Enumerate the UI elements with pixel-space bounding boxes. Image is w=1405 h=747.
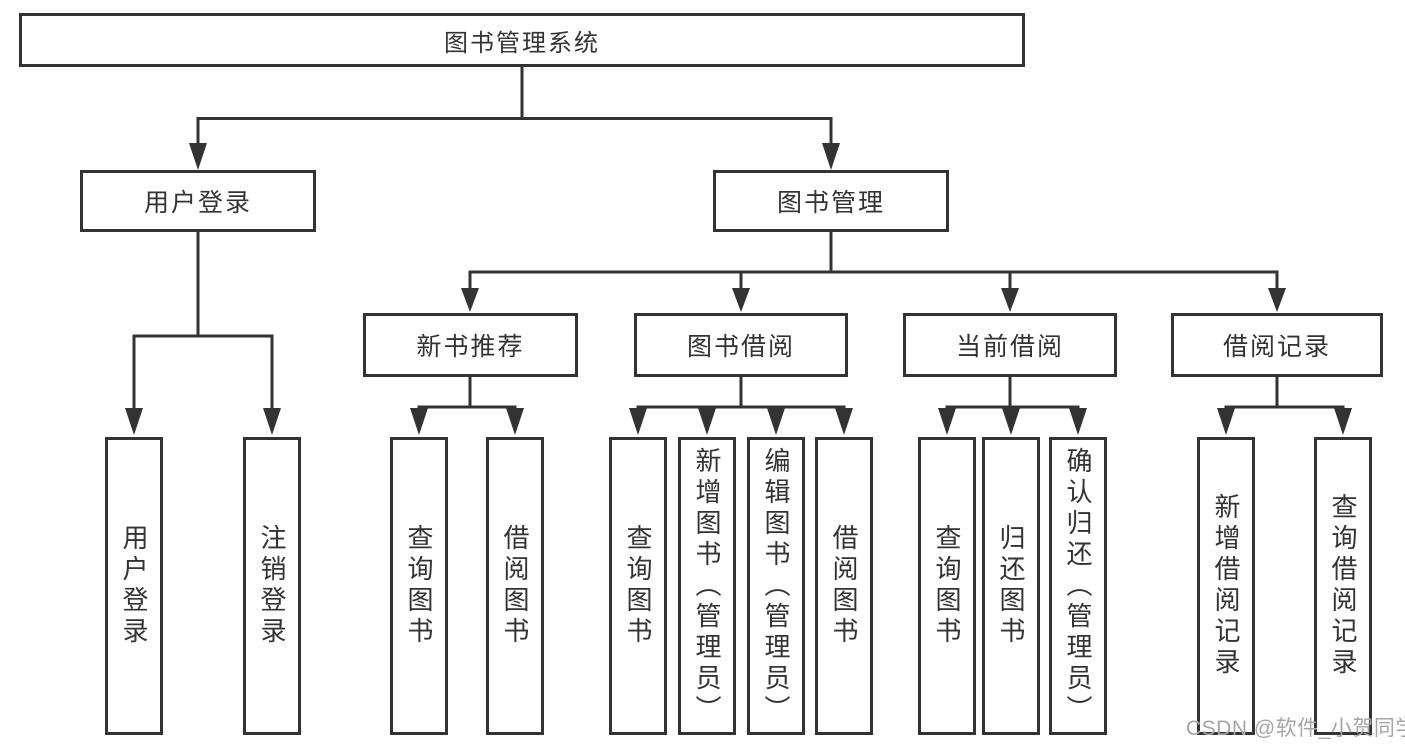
leaf-query-books-3-label: 查询图书 — [932, 524, 962, 648]
node-borrow-records-label: 借阅记录 — [1222, 333, 1331, 361]
leaf-query-books-1: 查询图书 — [390, 437, 448, 735]
watermark: CSDN @软件_小贺同学 — [1186, 717, 1405, 740]
leaf-query-books-2: 查询图书 — [609, 437, 667, 735]
arrowheads-leaves — [410, 408, 1352, 435]
leaf-edit-book-admin: 编辑图书（管理员） — [747, 437, 805, 735]
leaf-user-login: 用户登录 — [105, 437, 163, 735]
arrowheads-level3 — [461, 288, 1286, 312]
leaf-confirm-return-admin-label: 确认归还（管理员） — [1063, 446, 1093, 726]
arrowheads-user-login-children — [125, 408, 281, 435]
leaf-borrow-books-1-label: 借阅图书 — [500, 524, 530, 648]
leaf-logout-label: 注销登录 — [257, 524, 287, 648]
leaf-add-borrow-record: 新增借阅记录 — [1197, 437, 1255, 735]
leaf-borrow-books-2-label: 借阅图书 — [829, 524, 859, 648]
connector-level3-splits — [417, 375, 1345, 409]
node-borrow-records: 借阅记录 — [1171, 313, 1383, 377]
leaf-user-login-label: 用户登录 — [119, 524, 149, 648]
node-book-borrow: 图书借阅 — [634, 313, 848, 377]
arrowheads-level2 — [189, 143, 840, 170]
leaf-query-books-2-label: 查询图书 — [623, 524, 653, 648]
leaf-edit-book-admin-label: 编辑图书（管理员） — [761, 446, 791, 726]
node-book-management: 图书管理 — [713, 170, 949, 232]
leaf-return-book: 归还图书 — [982, 437, 1040, 735]
node-book-borrow-label: 图书借阅 — [686, 333, 795, 361]
leaf-confirm-return-admin: 确认归还（管理员） — [1049, 437, 1107, 735]
leaf-logout: 注销登录 — [243, 437, 301, 735]
leaf-query-books-3: 查询图书 — [918, 437, 976, 735]
node-user-login-label: 用户登录 — [143, 189, 252, 217]
node-current-borrow-label: 当前借阅 — [955, 333, 1064, 361]
node-root-label: 图书管理系统 — [444, 29, 600, 57]
leaf-query-books-1-label: 查询图书 — [404, 524, 434, 648]
node-book-management-label: 图书管理 — [776, 189, 885, 217]
leaf-add-book-admin: 新增图书（管理员） — [678, 437, 736, 735]
leaf-query-borrow-record-label: 查询借阅记录 — [1328, 493, 1358, 679]
connector-user-login-children — [132, 230, 274, 410]
node-root: 图书管理系统 — [19, 13, 1025, 67]
leaf-query-borrow-record: 查询借阅记录 — [1314, 437, 1372, 735]
leaf-return-book-label: 归还图书 — [996, 524, 1026, 648]
leaf-add-book-admin-label: 新增图书（管理员） — [692, 446, 722, 726]
node-new-book-recommend-label: 新书推荐 — [416, 333, 525, 361]
leaf-borrow-books-2: 借阅图书 — [815, 437, 873, 735]
node-new-book-recommend: 新书推荐 — [363, 313, 578, 377]
node-current-borrow: 当前借阅 — [903, 313, 1117, 377]
connector-book-management-children — [468, 230, 1279, 290]
connector-root-to-level2 — [196, 66, 833, 145]
leaf-borrow-books-1: 借阅图书 — [486, 437, 544, 735]
node-user-login: 用户登录 — [80, 170, 316, 232]
leaf-add-borrow-record-label: 新增借阅记录 — [1211, 493, 1241, 679]
